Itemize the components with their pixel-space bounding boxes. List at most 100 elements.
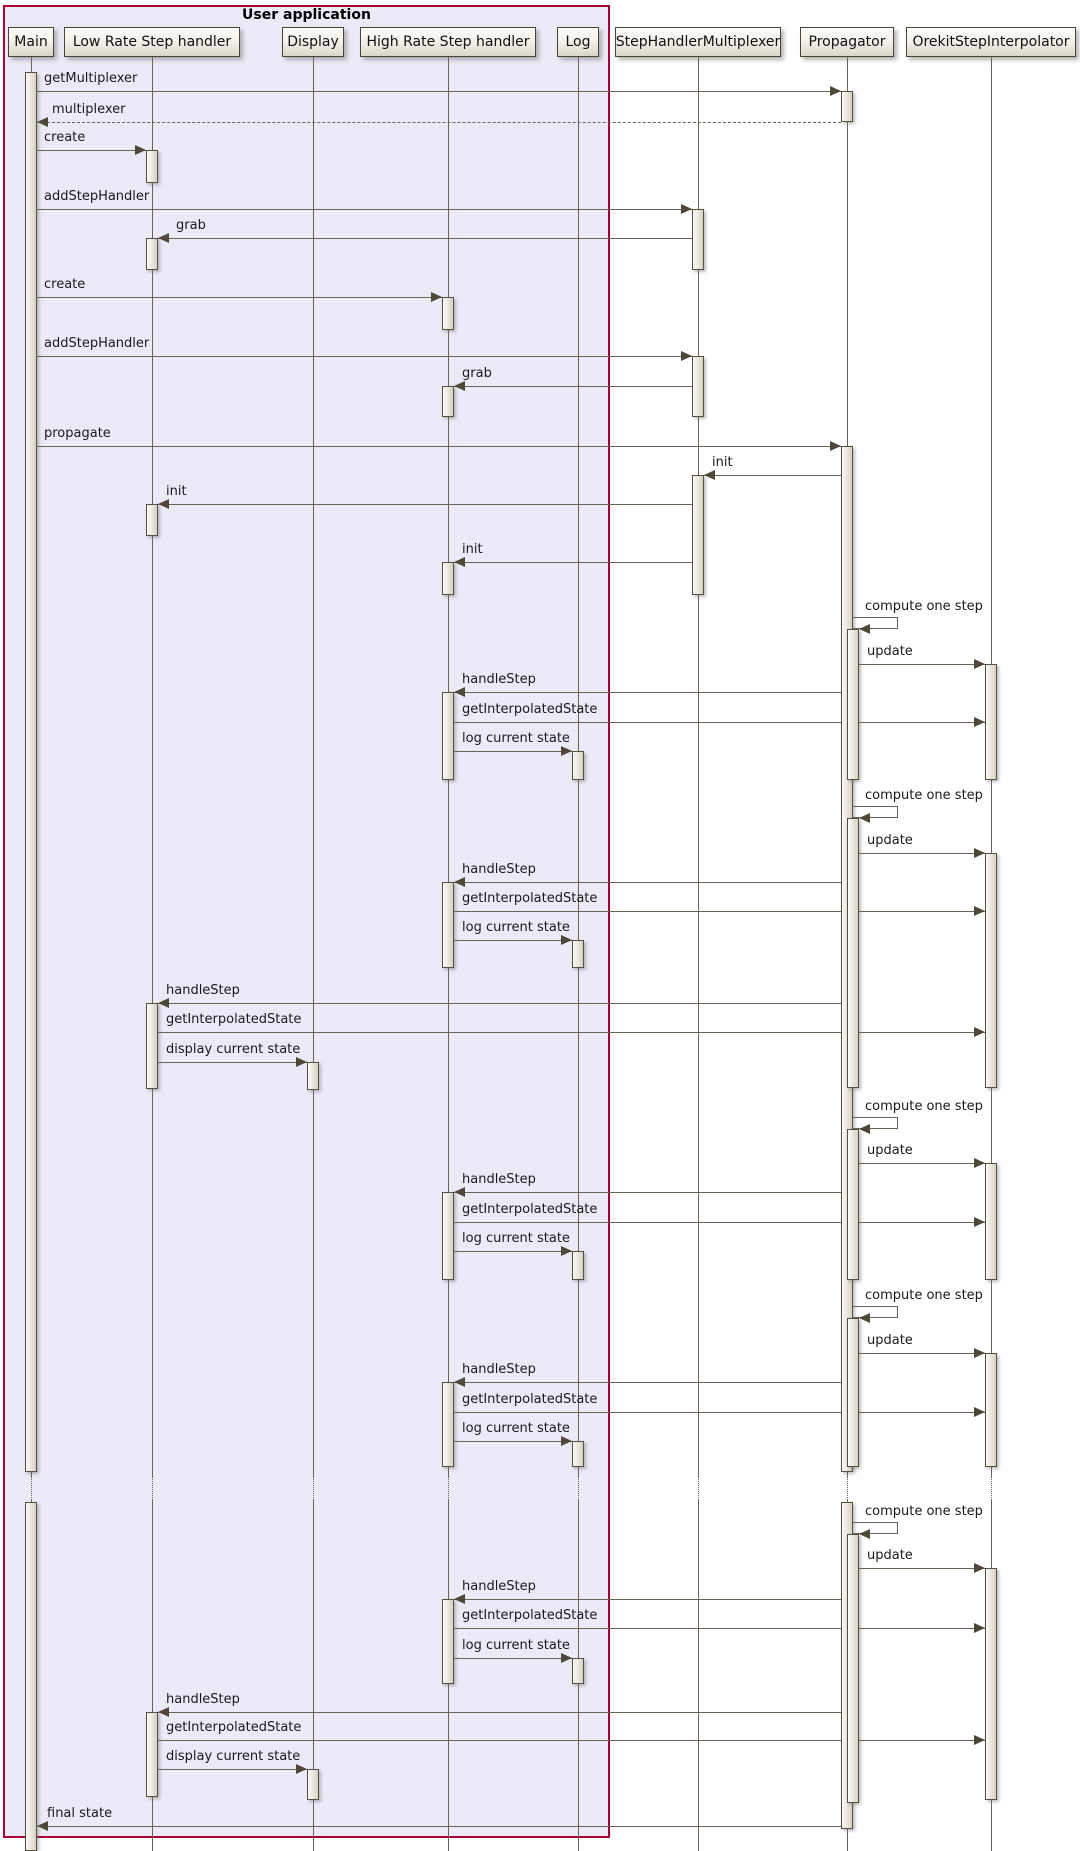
message-getinterpolatedstate-label: getInterpolatedState	[462, 1202, 598, 1217]
lifeline-log-gap	[578, 1476, 579, 1500]
participant-orekitstepinterpolator: OrekitStepInterpolator	[906, 27, 1076, 57]
message-compute-one-step-label: compute one step	[865, 1288, 983, 1303]
lifeline-propagator-gap	[847, 1476, 848, 1500]
lifeline-main-gap	[31, 1476, 32, 1500]
message-update-label: update	[867, 644, 913, 659]
message-display-current-state-arrowhead	[296, 1764, 307, 1774]
message-multiplexer-line	[37, 122, 841, 123]
lifeline-stephandlermultiplexer	[698, 57, 699, 1476]
activation-log	[572, 751, 584, 780]
message-handlestep-label: handleStep	[462, 1362, 536, 1377]
message-compute-one-step-label: compute one step	[865, 788, 983, 803]
lifeline-stephandlermultiplexer-gap	[698, 1476, 699, 1500]
message-multiplexer-arrowhead	[37, 117, 48, 127]
message-compute-one-step-loop	[853, 1117, 898, 1129]
message-getmultiplexer-label: getMultiplexer	[44, 71, 138, 86]
message-handlestep-arrowhead	[454, 687, 465, 697]
activation-orekitstepinterpolator	[985, 853, 997, 1088]
message-log-current-state-label: log current state	[462, 731, 570, 746]
message-init-label: init	[462, 542, 483, 557]
message-grab-line	[158, 238, 692, 239]
activation-log	[572, 1658, 584, 1684]
message-addstephandler-label: addStepHandler	[44, 189, 150, 204]
activation-stephandlermultiplexer	[692, 209, 704, 270]
activation-low-rate-step-handler	[146, 150, 158, 183]
message-handlestep-label: handleStep	[462, 1172, 536, 1187]
user-application-frame	[3, 5, 610, 1838]
message-log-current-state-arrowhead	[561, 1436, 572, 1446]
message-log-current-state-arrowhead	[561, 1653, 572, 1663]
message-update-arrowhead	[974, 659, 985, 669]
message-log-current-state-arrowhead	[561, 746, 572, 756]
message-multiplexer-label: multiplexer	[52, 102, 126, 117]
message-compute-one-step-loop	[853, 1306, 898, 1318]
message-create-line	[37, 150, 146, 151]
participant-log: Log	[557, 27, 599, 57]
message-getinterpolatedstate-arrowhead	[974, 1217, 985, 1227]
message-log-current-state-label: log current state	[462, 1231, 570, 1246]
message-log-current-state-line	[454, 1441, 572, 1442]
message-log-current-state-line	[454, 751, 572, 752]
activation-low-rate-step-handler	[146, 238, 158, 270]
message-init-label: init	[166, 484, 187, 499]
message-final-state-arrowhead	[37, 1821, 48, 1831]
message-display-current-state-label: display current state	[166, 1042, 301, 1057]
lifeline-low-rate-step-handler	[152, 57, 153, 1476]
message-handlestep-arrowhead	[454, 1187, 465, 1197]
message-getinterpolatedstate-line	[454, 911, 985, 912]
message-getinterpolatedstate-arrowhead	[974, 906, 985, 916]
lifeline-stephandlermultiplexer	[698, 1500, 699, 1851]
message-getinterpolatedstate-line	[158, 1032, 985, 1033]
message-getinterpolatedstate-arrowhead	[974, 1623, 985, 1633]
message-addstephandler-line	[37, 356, 692, 357]
message-init-line	[158, 504, 692, 505]
message-grab-label: grab	[462, 366, 492, 381]
message-addstephandler-arrowhead	[681, 351, 692, 361]
message-compute-one-step-loop	[853, 617, 898, 629]
message-getmultiplexer-arrowhead	[830, 86, 841, 96]
activation-high-rate-step-handler	[442, 692, 454, 780]
participant-low-rate-step-handler: Low Rate Step handler	[64, 27, 240, 57]
message-display-current-state-line	[158, 1769, 307, 1770]
activation-high-rate-step-handler	[442, 562, 454, 595]
message-propagate-line	[37, 446, 841, 447]
message-handlestep-arrowhead	[158, 998, 169, 1008]
message-update-label: update	[867, 1548, 913, 1563]
message-create-label: create	[44, 277, 86, 292]
message-handlestep-line	[454, 692, 841, 693]
message-update-arrowhead	[974, 1563, 985, 1573]
message-getinterpolatedstate-line	[454, 1628, 985, 1629]
activation-display	[307, 1062, 319, 1090]
activation-propagator	[841, 91, 853, 122]
activation-stephandlermultiplexer	[692, 356, 704, 417]
activation-display	[307, 1769, 319, 1800]
message-log-current-state-label: log current state	[462, 920, 570, 935]
frame-title: User application	[242, 7, 371, 23]
participant-display: Display	[282, 27, 344, 57]
participant-propagator: Propagator	[800, 27, 894, 57]
message-display-current-state-label: display current state	[166, 1749, 301, 1764]
participant-main: Main	[8, 27, 54, 57]
message-grab-label: grab	[176, 218, 206, 233]
message-log-current-state-line	[454, 1658, 572, 1659]
message-handlestep-line	[454, 1599, 841, 1600]
lifeline-display-gap	[313, 1476, 314, 1500]
activation-orekitstepinterpolator	[985, 664, 997, 780]
message-init-arrowhead	[158, 499, 169, 509]
lifeline-high-rate-step-handler-gap	[448, 1476, 449, 1500]
participant-stephandlermultiplexer: StepHandlerMultiplexer	[615, 27, 781, 57]
activation-propagator-nested	[847, 1318, 859, 1467]
message-display-current-state-arrowhead	[296, 1057, 307, 1067]
message-grab-arrowhead	[158, 233, 169, 243]
activation-high-rate-step-handler	[442, 386, 454, 417]
message-grab-line	[454, 386, 692, 387]
message-addstephandler-arrowhead	[681, 204, 692, 214]
message-create-arrowhead	[431, 292, 442, 302]
activation-stephandlermultiplexer	[692, 475, 704, 595]
message-handlestep-arrowhead	[454, 1377, 465, 1387]
message-compute-one-step-arrowhead	[859, 1124, 870, 1134]
message-getinterpolatedstate-label: getInterpolatedState	[166, 1012, 302, 1027]
message-getinterpolatedstate-line	[454, 1222, 985, 1223]
message-update-line	[859, 1568, 985, 1569]
